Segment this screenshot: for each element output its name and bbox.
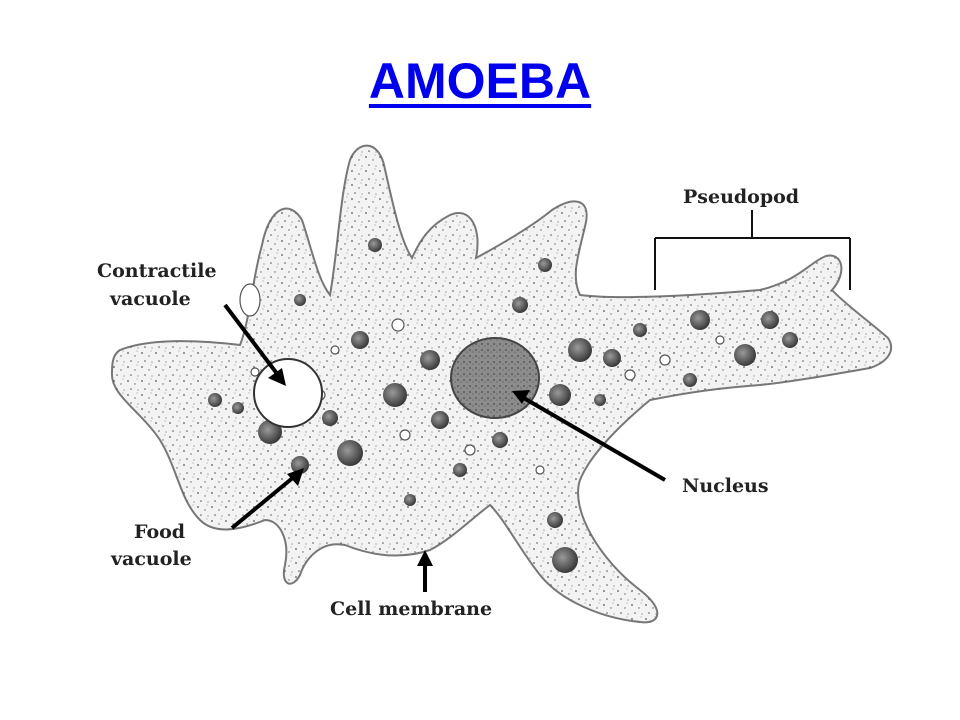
pseudopod-bracket bbox=[654, 210, 851, 290]
cytoplasm-vesicles bbox=[239, 283, 725, 475]
label-arrows bbox=[223, 303, 667, 592]
page-title[interactable]: AMOEBA bbox=[368, 53, 592, 109]
label-contractile-vacuole-line2: vacuole bbox=[109, 288, 191, 310]
cytoplasm-granules bbox=[208, 238, 798, 573]
label-pseudopod: Pseudopod bbox=[683, 186, 799, 208]
label-nucleus: Nucleus bbox=[682, 475, 769, 497]
label-food-vacuole-line2: vacuole bbox=[110, 548, 192, 570]
label-food-vacuole-line1: Food bbox=[134, 521, 185, 543]
label-cell-membrane: Cell membrane bbox=[330, 598, 492, 620]
nucleus bbox=[450, 337, 540, 419]
amoeba-cell bbox=[110, 144, 893, 624]
label-contractile-vacuole-line1: Contractile bbox=[97, 260, 217, 282]
contractile-vacuole bbox=[253, 358, 323, 428]
